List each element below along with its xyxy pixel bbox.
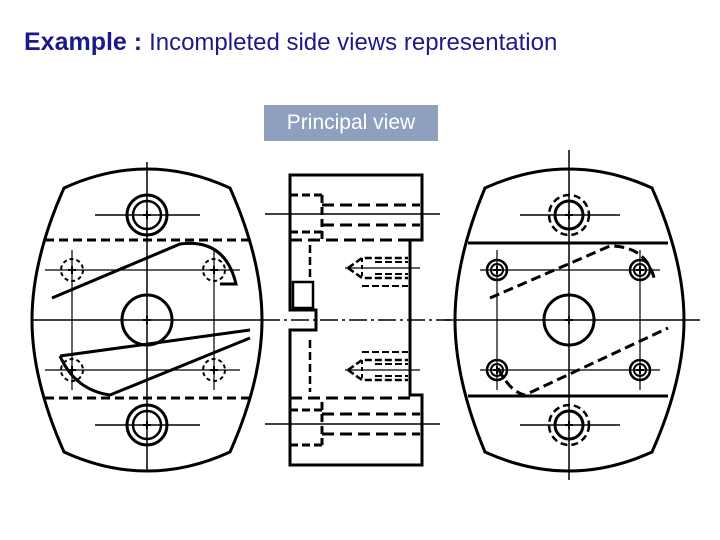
top-hole (125, 193, 169, 237)
center-hole (120, 293, 174, 347)
slide-title: Example : Incompleted side views represe… (24, 28, 557, 57)
title-rest: Incompleted side views representation (149, 29, 558, 56)
left-side-view (30, 162, 264, 473)
bottom-hole (125, 403, 169, 447)
right-side-view (445, 150, 700, 480)
principal-view-badge: Principal view (264, 105, 438, 141)
principal-view (262, 173, 450, 467)
principal-view-outline (288, 173, 424, 467)
title-lead: Example : (24, 28, 150, 56)
